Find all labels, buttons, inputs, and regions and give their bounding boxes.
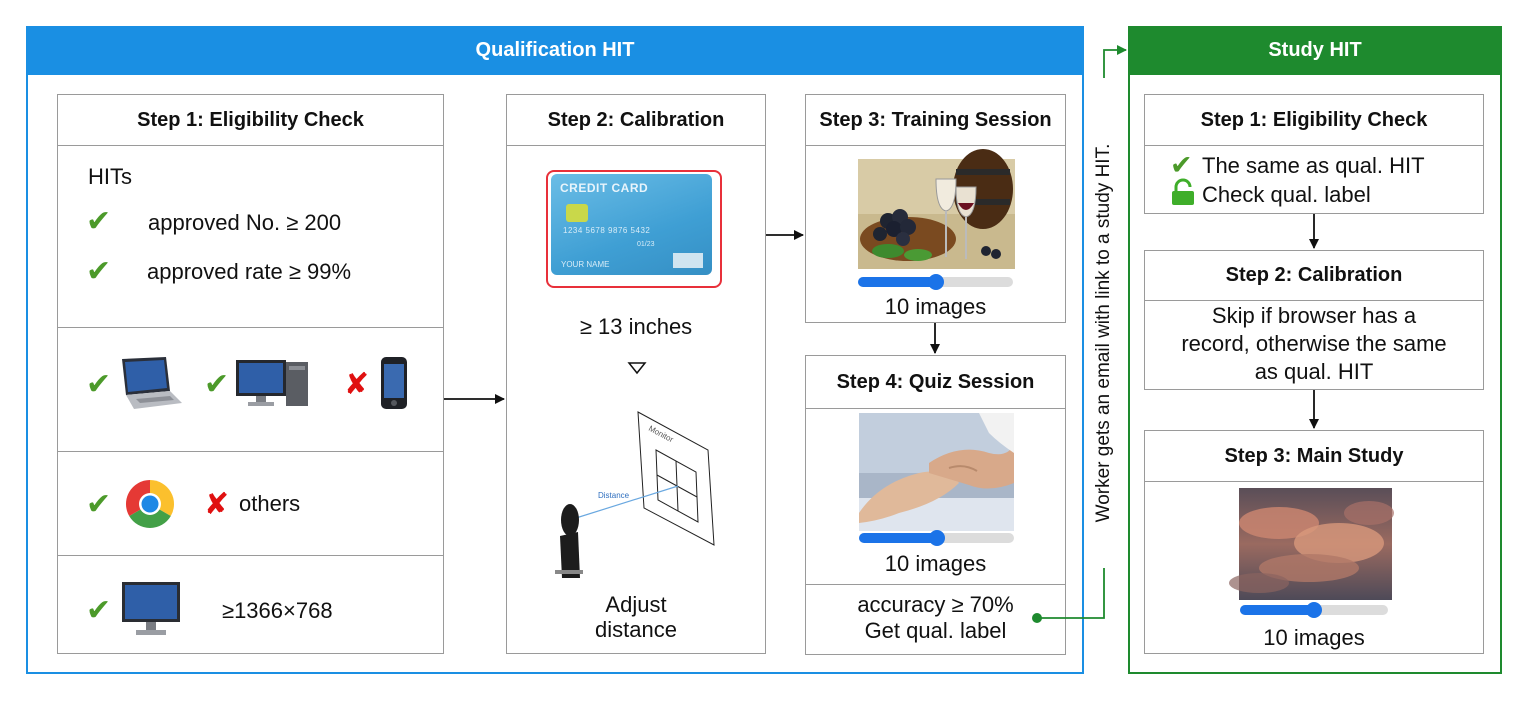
qual-step3-header: Step 3: Training Session [806, 95, 1065, 146]
check-qual-label-note: Check qual. label [1202, 182, 1371, 207]
qual-step3-title: Step 3: Training Session [819, 108, 1052, 131]
slider-fill [859, 533, 937, 543]
screen-size-requirement: ≥ 13 inches [579, 314, 693, 339]
desktop-computer-icon [236, 360, 308, 406]
training-progress-slider[interactable] [858, 274, 1013, 290]
wine-grapes-image [858, 149, 1015, 269]
check-icon: ✔ [86, 368, 112, 401]
distance-diagram: Monitor Distance [555, 411, 715, 578]
study-hit-frame: Study HIT [1128, 26, 1502, 674]
down-triangle-icon [627, 362, 647, 375]
resolution-requirement: ≥1366×768 [222, 598, 333, 623]
check-icon: ✔ [86, 255, 112, 288]
card-strip [673, 253, 703, 268]
cross-icon: ✘ [344, 368, 370, 401]
same-as-qual-note: The same as qual. HIT [1202, 153, 1425, 178]
cross-icon: ✘ [204, 488, 230, 521]
card-title: CREDIT CARD [560, 181, 649, 195]
description-line: as qual. HIT [1254, 359, 1374, 384]
study-step3-header: Step 3: Main Study [1145, 431, 1483, 482]
qual-step4-title: Step 4: Quiz Session [836, 370, 1035, 393]
approved-number-requirement: approved No. ≥ 200 [148, 210, 342, 235]
study-step2-title: Step 2: Calibration [1225, 264, 1403, 286]
other-browsers-label: others [239, 491, 301, 516]
study-step1-box: Step 1: Eligibility Check [1144, 94, 1484, 214]
laptop-icon [122, 357, 182, 409]
adjust-distance-label: Adjust distance [506, 592, 766, 642]
quiz-image-count: 10 images [884, 551, 987, 576]
email-note: Worker gets an email with link to a stud… [1093, 143, 1114, 523]
hits-label: HITs [88, 164, 132, 189]
approved-rate-requirement: approved rate ≥ 99% [147, 259, 352, 284]
divider [58, 555, 443, 556]
credit-card-image: CREDIT CARD 1234 5678 9876 5432 01/23 YO… [551, 174, 712, 275]
distance-line: distance [595, 617, 677, 642]
study-step3-title: Step 3: Main Study [1224, 444, 1404, 467]
monitor-icon [122, 582, 180, 635]
screen-size-wrap: ≥ 13 inches [506, 314, 766, 340]
slider-fill [1240, 605, 1314, 615]
foot-massage-image [859, 413, 1014, 531]
qual-step1-title: Step 1: Eligibility Check [137, 108, 364, 131]
card-number: 1234 5678 9876 5432 [563, 226, 651, 235]
check-icon: ✔ [204, 368, 230, 401]
qual-step2-header: Step 2: Calibration [507, 95, 765, 146]
qualification-hit-header: Qualification HIT [26, 26, 1084, 75]
check-icon: ✔ [1170, 150, 1193, 180]
quiz-progress-slider[interactable] [859, 530, 1014, 546]
study-hit-title: Study HIT [1268, 39, 1362, 61]
divider [58, 451, 443, 452]
slider-knob[interactable] [927, 274, 944, 290]
study-step1-title: Step 1: Eligibility Check [1200, 108, 1428, 131]
study-step2-header: Step 2: Calibration [1145, 251, 1483, 301]
quiz-outcome: accuracy ≥ 70% Get qual. label [805, 592, 1066, 644]
unlock-icon [1172, 178, 1194, 205]
qualification-hit-title: Qualification HIT [475, 39, 635, 61]
qual-step2-title: Step 2: Calibration [547, 108, 725, 131]
main-study-image-count: 10 images [1263, 625, 1365, 650]
check-icon: ✔ [86, 205, 112, 238]
slider-knob[interactable] [1306, 602, 1322, 618]
study-hit-header: Study HIT [1128, 26, 1502, 75]
chrome-icon [125, 480, 175, 529]
qual-step1-header: Step 1: Eligibility Check [58, 95, 443, 146]
main-study-progress-slider[interactable] [1240, 602, 1388, 618]
description-line: Skip if browser has a [1211, 303, 1417, 328]
smartphone-icon [381, 357, 407, 409]
study-step2-box: Step 2: Calibration [1144, 250, 1484, 390]
accuracy-requirement: accuracy ≥ 70% [857, 592, 1014, 617]
qualification-hit-frame: Qualification HIT [26, 26, 1084, 674]
divider [806, 584, 1065, 585]
study-step1-header: Step 1: Eligibility Check [1145, 95, 1483, 146]
slider-fill [858, 277, 936, 287]
description-line: record, otherwise the same [1181, 331, 1447, 356]
adjust-line: Adjust [605, 592, 667, 617]
card-chip [566, 204, 588, 222]
card-date: 01/23 [637, 241, 655, 248]
qual-label-note: Get qual. label [864, 618, 1007, 643]
qual-step1-box: Step 1: Eligibility Check [57, 94, 444, 654]
divider [58, 327, 443, 328]
svg-text:Distance: Distance [598, 491, 630, 500]
training-image-count: 10 images [884, 294, 987, 319]
study-step2-description: Skip if browser has a record, otherwise … [1144, 302, 1484, 386]
check-icon: ✔ [86, 594, 112, 627]
card-name: YOUR NAME [561, 260, 610, 269]
qual-step4-header: Step 4: Quiz Session [806, 356, 1065, 409]
check-icon: ✔ [86, 488, 112, 521]
sunset-clouds-image [1229, 488, 1394, 600]
slider-knob[interactable] [928, 530, 945, 546]
